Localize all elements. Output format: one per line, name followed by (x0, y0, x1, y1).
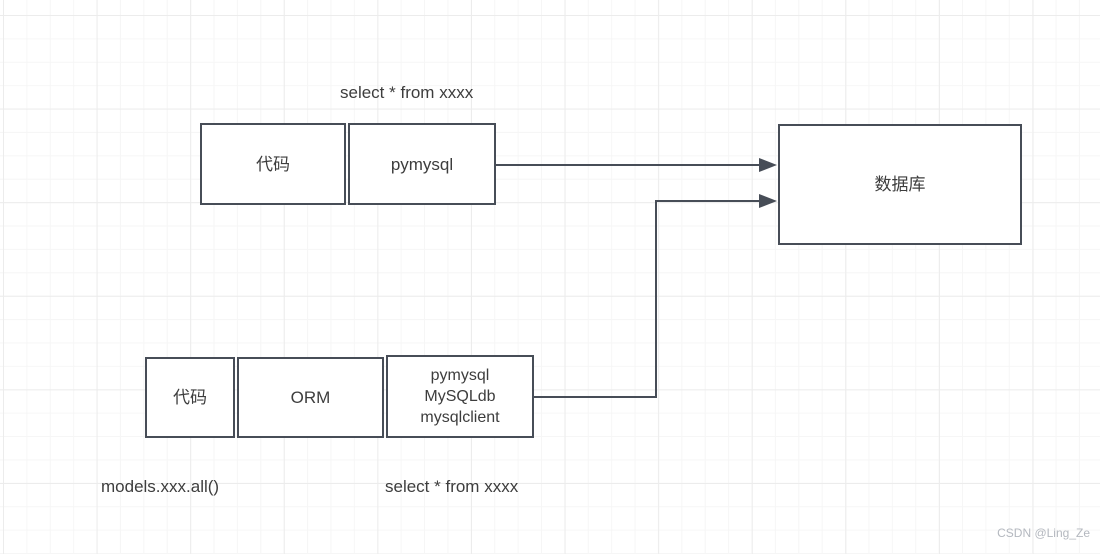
driver-box-line-mysqldb: MySQLdb (424, 388, 496, 405)
driver-box-line-mysqlclient: mysqlclient (420, 409, 500, 426)
orm-box-label: ORM (290, 388, 331, 407)
models-call-label: models.xxx.all() (101, 477, 220, 496)
top-pymysql-box-label: pymysql (390, 154, 454, 174)
bottom-sql-query-label: select * from xxxx (385, 477, 519, 496)
database-box: 数据库 (778, 124, 1022, 245)
database-box-label: 数据库 (874, 175, 926, 194)
driver-libraries-box: pymysql MySQLdb mysqlclient (386, 355, 534, 438)
arrow-pymysql-to-database (496, 158, 777, 172)
top-sql-query-label: select * from xxxx (340, 83, 474, 102)
orm-box: ORM (237, 357, 384, 438)
csdn-watermark: CSDN @Ling_Ze (997, 526, 1090, 540)
arrow-drivers-to-database (534, 194, 777, 398)
driver-box-line-pymysql: pymysql (430, 367, 490, 384)
top-code-box-label: 代码 (256, 154, 290, 174)
bottom-code-box: 代码 (145, 357, 235, 438)
bottom-code-box-label: 代码 (173, 388, 207, 407)
top-code-box: 代码 (200, 123, 346, 205)
top-pymysql-box: pymysql (348, 123, 496, 205)
